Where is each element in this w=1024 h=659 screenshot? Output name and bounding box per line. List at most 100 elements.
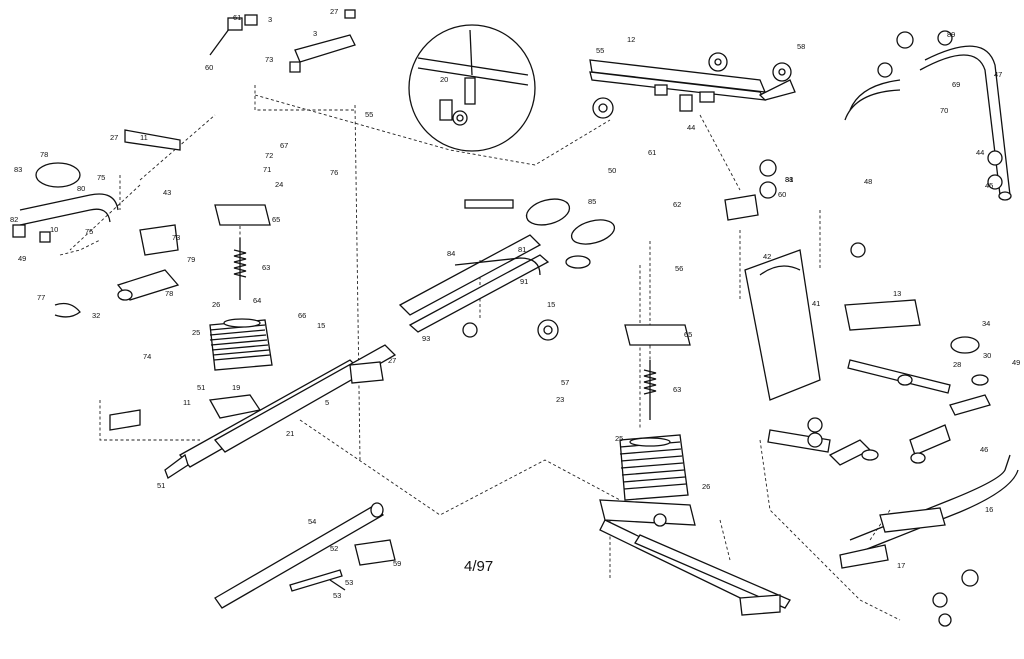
part-label: 5 — [325, 398, 329, 407]
part-label: 46 — [980, 445, 988, 454]
detail-inset — [408, 24, 536, 152]
part-label: 65 — [684, 330, 692, 339]
part-label: 27 — [330, 7, 338, 16]
part-label: 51 — [157, 481, 165, 490]
part-label: 79 — [187, 255, 195, 264]
part-label: 84 — [447, 249, 455, 258]
part-label: 27 — [388, 356, 396, 365]
part-label: 76 — [330, 168, 338, 177]
part-number-labels: 61 3 27 3 60 73 55 78 83 75 80 43 10 82 … — [10, 7, 1020, 600]
part-label: 27 — [110, 133, 118, 142]
part-label: 44 — [976, 148, 984, 157]
part-label: 47 — [994, 70, 1002, 79]
part-label: 89 — [947, 30, 955, 39]
part-label: 54 — [308, 517, 316, 526]
part-label: 26 — [212, 300, 220, 309]
part-label: 61 — [233, 13, 241, 22]
part-label: 28 — [953, 360, 961, 369]
part-label: 49 — [18, 254, 26, 263]
part-label: 60 — [778, 190, 786, 199]
right-column-frame — [724, 159, 980, 401]
dashed-leader-lines — [59, 85, 901, 621]
part-label: 41 — [812, 299, 820, 308]
part-label: 62 — [673, 200, 681, 209]
part-label: 66 — [298, 311, 306, 320]
left-base-frame — [109, 344, 397, 479]
part-label: 43 — [163, 188, 171, 197]
part-label: 73 — [172, 233, 180, 242]
part-label: 72 — [265, 151, 273, 160]
part-label: 17 — [897, 561, 905, 570]
part-label: 64 — [253, 296, 261, 305]
part-label: 12 — [627, 35, 635, 44]
bottom-right-curved-bar — [839, 454, 1019, 627]
date-code: 4/97 — [464, 558, 493, 575]
part-label: 25 — [192, 328, 200, 337]
bottom-center-base — [599, 499, 791, 616]
part-label: 52 — [330, 544, 338, 553]
part-label: 56 — [675, 264, 683, 273]
part-label: 13 — [893, 289, 901, 298]
part-label: 23 — [556, 395, 564, 404]
part-label: 44 — [687, 123, 695, 132]
part-label: 20 — [440, 75, 448, 84]
part-label: 16 — [985, 505, 993, 514]
part-label: 65 — [272, 215, 280, 224]
lower-left-bars — [214, 502, 396, 609]
part-label: 10 — [50, 225, 58, 234]
top-left-brackets — [209, 9, 356, 73]
part-label: 51 — [197, 383, 205, 392]
part-label: 53 — [345, 578, 353, 587]
part-label: 93 — [422, 334, 430, 343]
left-seat-assembly — [12, 129, 181, 318]
part-label: 81 — [518, 245, 526, 254]
part-label: 25 — [615, 434, 623, 443]
part-label: 88 — [785, 175, 793, 184]
part-label: 58 — [797, 42, 805, 51]
part-label: 82 — [10, 215, 18, 224]
part-label: 26 — [702, 482, 710, 491]
top-right-handle — [844, 30, 1012, 258]
part-label: 55 — [596, 46, 604, 55]
part-label: 73 — [265, 55, 273, 64]
part-label: 19 — [232, 383, 240, 392]
part-label: 78 — [40, 150, 48, 159]
part-label: 45 — [985, 181, 993, 190]
part-label: 85 — [588, 197, 596, 206]
part-label: 49 — [1012, 358, 1020, 367]
center-weight-stack — [619, 324, 691, 501]
part-label: 15 — [547, 300, 555, 309]
part-label: 63 — [673, 385, 681, 394]
part-label: 83 — [14, 165, 22, 174]
part-label: 91 — [520, 277, 528, 286]
part-label: 3 — [313, 29, 317, 38]
part-label: 11 — [140, 133, 148, 142]
part-label: 77 — [37, 293, 45, 302]
part-label: 63 — [262, 263, 270, 272]
part-label: 74 — [143, 352, 151, 361]
part-label: 57 — [561, 378, 569, 387]
part-label: 75 — [85, 227, 93, 236]
part-label: 48 — [864, 177, 872, 186]
part-label: 78 — [165, 289, 173, 298]
center-press-arm — [398, 198, 616, 341]
right-pulley-assembly — [767, 374, 991, 466]
part-label: 15 — [317, 321, 325, 330]
part-label: 55 — [365, 110, 373, 119]
part-label: 71 — [263, 165, 271, 174]
part-label: 32 — [92, 311, 100, 320]
part-label: 50 — [608, 166, 616, 175]
part-label: 75 — [97, 173, 105, 182]
part-label: 69 — [952, 80, 960, 89]
part-label: 61 — [648, 148, 656, 157]
part-label: 67 — [280, 141, 288, 150]
part-label: 21 — [286, 429, 294, 438]
part-label: 11 — [183, 398, 191, 407]
part-label: 24 — [275, 180, 283, 189]
part-label: 80 — [77, 184, 85, 193]
part-label: 59 — [393, 559, 401, 568]
part-label: 31 — [785, 175, 793, 184]
left-weight-stack — [209, 204, 273, 371]
part-label: 30 — [983, 351, 991, 360]
